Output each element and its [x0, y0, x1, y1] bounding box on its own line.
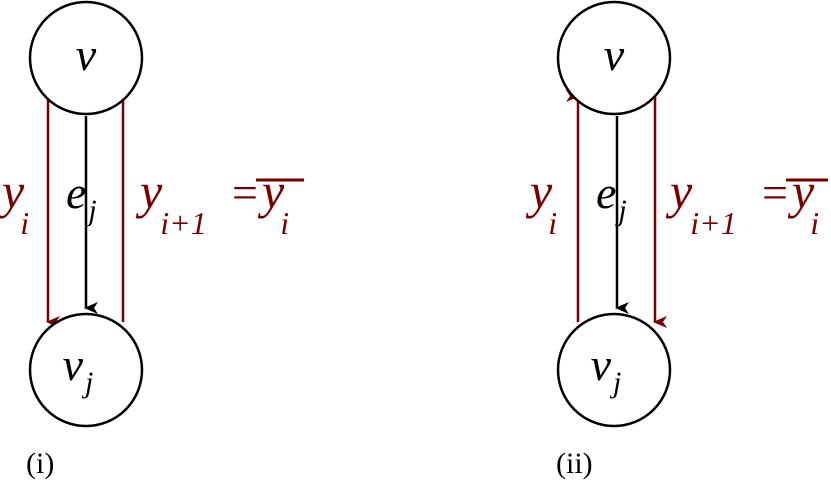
node-v-label: v	[76, 29, 97, 80]
node-vj-label: vj	[591, 339, 622, 399]
node-v	[556, 0, 672, 116]
caption-ii: (ii)	[556, 447, 593, 480]
node-v	[28, 0, 144, 116]
node-vj	[28, 312, 144, 428]
equals-sign: =	[762, 167, 788, 218]
equals-sign: =	[232, 167, 258, 218]
node-vj-label: vj	[63, 339, 94, 399]
caption-i: (i)	[26, 447, 54, 480]
edge-ej-label: ej	[66, 167, 97, 227]
node-vj	[556, 312, 672, 428]
edge-ej-label: ej	[596, 167, 627, 227]
node-v-label: v	[604, 29, 625, 80]
